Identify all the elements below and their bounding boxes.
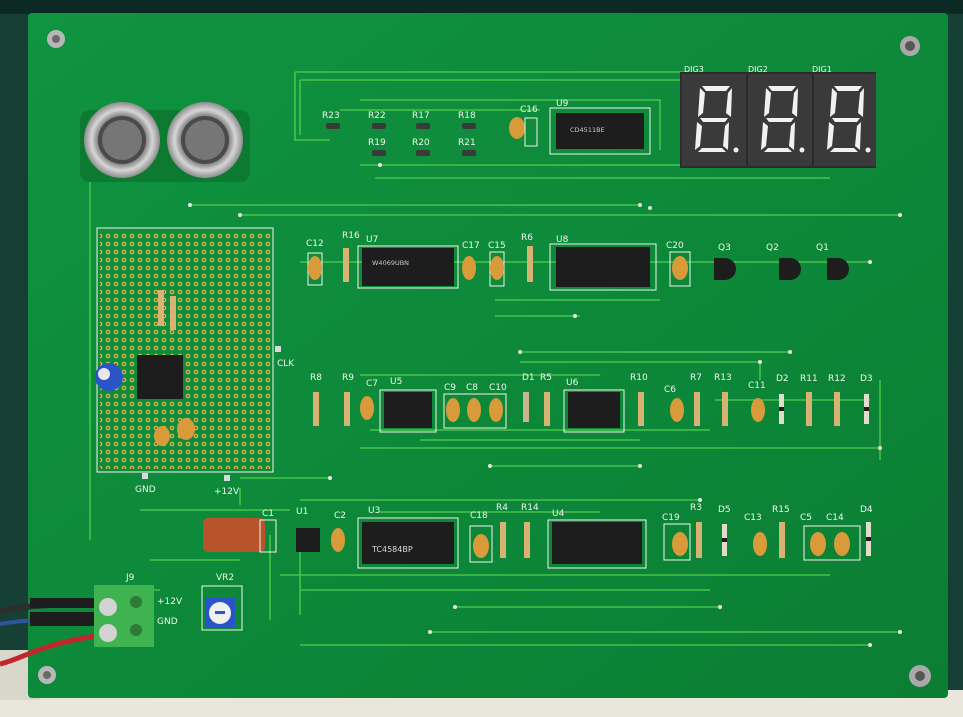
label-c6: C6 [664, 385, 676, 395]
label-plus12v: +12V [214, 487, 240, 497]
label-r20: R20 [412, 138, 430, 148]
label-r16: R16 [342, 231, 360, 241]
label-r10: R10 [630, 373, 648, 383]
label-r5: R5 [540, 373, 552, 383]
label-r22: R22 [368, 111, 386, 121]
label-u3: U3 [368, 506, 380, 516]
label-c12: C12 [306, 239, 324, 249]
u3-marking: TC4584BP [371, 545, 413, 554]
mounting-hole [47, 30, 65, 48]
label-d5: D5 [718, 505, 731, 515]
label-c5: C5 [800, 513, 812, 523]
label-u7: U7 [366, 235, 378, 245]
row-2-components: C12 R16 U7 C17 C15 R6 U8 C20 W4069UBN [306, 231, 691, 291]
label-d2: D2 [776, 374, 789, 384]
label-clk: CLK [277, 359, 295, 369]
label-c1: C1 [262, 509, 274, 519]
label-u5: U5 [390, 377, 402, 387]
label-r12: R12 [828, 374, 846, 384]
label-r15: R15 [772, 505, 790, 515]
label-r17: R17 [412, 111, 430, 121]
label-d4: D4 [860, 505, 873, 515]
label-q1: Q1 [816, 243, 829, 253]
label-u8: U8 [556, 235, 569, 245]
label-vr2: VR2 [216, 573, 234, 583]
label-u1: U1 [296, 507, 308, 517]
label-c18: C18 [470, 511, 488, 521]
seven-segment-display: DIG3 DIG2 DIG1 [680, 65, 876, 168]
label-r13: R13 [714, 373, 732, 383]
label-j9-gnd: GND [157, 617, 178, 627]
label-d3: D3 [860, 374, 873, 384]
terminal-block-j9: J9 +12V GND [0, 573, 183, 667]
label-c15: C15 [488, 241, 506, 251]
u7-marking: W4069UBN [372, 259, 409, 267]
vias [188, 163, 902, 647]
label-dig3: DIG3 [684, 65, 704, 74]
label-r18: R18 [458, 111, 476, 121]
label-d1: D1 [522, 373, 535, 383]
prototype-area: CLK GND +12V [95, 227, 295, 497]
label-c17: C17 [462, 241, 480, 251]
label-dig2: DIG2 [748, 65, 768, 74]
label-c20: C20 [666, 241, 684, 251]
label-c2: C2 [334, 511, 346, 521]
label-q3: Q3 [718, 243, 731, 253]
label-c8: C8 [466, 383, 478, 393]
label-r9: R9 [342, 373, 354, 383]
row-4-components: C1 U1 C2 U3 C18 R4 R14 U4 C19 R3 D5 C13 … [203, 503, 873, 569]
label-dig1: DIG1 [812, 65, 832, 74]
label-r11: R11 [800, 374, 818, 384]
label-c7: C7 [366, 379, 378, 389]
label-q2: Q2 [766, 243, 779, 253]
top-resistor-group: R23 R22 R17 R18 R19 R20 R21 [322, 111, 476, 156]
label-r19: R19 [368, 138, 386, 148]
mounting-hole [909, 665, 931, 687]
label-r23: R23 [322, 111, 340, 121]
ultrasonic-sensor [80, 102, 250, 182]
label-c9: C9 [444, 383, 456, 393]
label-j9-plus12v: +12V [157, 597, 183, 607]
u9-marking: CD4511BE [570, 126, 605, 134]
u9-group: C16 U9 CD4511BE [509, 99, 651, 155]
label-r6: R6 [521, 233, 533, 243]
label-c16: C16 [520, 105, 538, 115]
label-j9: J9 [125, 573, 135, 583]
label-c19: C19 [662, 513, 680, 523]
trimmer-vr2: VR2 [201, 573, 243, 631]
label-r7: R7 [690, 373, 702, 383]
label-r3: R3 [690, 503, 702, 513]
transistor-group: Q3 Q2 Q1 [714, 243, 849, 280]
traces [89, 71, 900, 646]
label-c10: C10 [489, 383, 507, 393]
row-3-components: R8 R9 C7 U5 C9 C8 C10 D1 R5 U6 R10 C6 R7… [310, 373, 873, 433]
label-gnd: GND [135, 485, 156, 495]
mounting-hole [900, 36, 920, 56]
label-r21: R21 [458, 138, 476, 148]
label-c14: C14 [826, 513, 844, 523]
label-u4: U4 [552, 509, 565, 519]
label-c13: C13 [744, 513, 762, 523]
label-r4: R4 [496, 503, 508, 513]
label-r14: R14 [521, 503, 539, 513]
label-r8: R8 [310, 373, 322, 383]
mounting-hole [38, 666, 56, 684]
label-u9: U9 [556, 99, 569, 109]
label-c11: C11 [748, 381, 766, 391]
label-u6: U6 [566, 378, 579, 388]
